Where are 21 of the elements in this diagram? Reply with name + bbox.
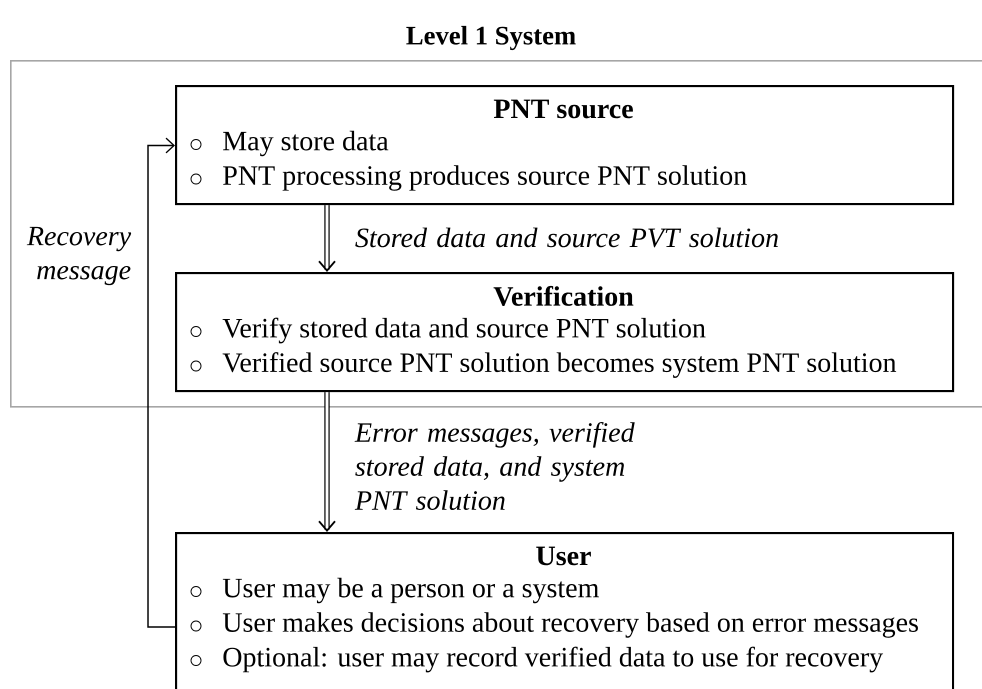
- box-heading: Verification: [494, 286, 634, 306]
- edge-label: Stored data and source PVT solution: [355, 228, 778, 248]
- box-heading: User: [536, 546, 591, 566]
- bullet-item: PNT processing produces source PNT solution: [190, 165, 747, 191]
- process-box: [175, 272, 954, 392]
- system-frame: [10, 26, 982, 408]
- process-box: [175, 532, 954, 689]
- frame-title: Level 1 System: [406, 26, 576, 50]
- arrow: [318, 205, 336, 272]
- bullet-item: User may be a person or a system: [190, 578, 599, 604]
- process-box: [175, 85, 954, 206]
- box-heading: PNT source: [494, 100, 633, 118]
- edge-label: Recovery message: [26, 226, 132, 286]
- bullet-item: User makes decisions about recovery based on error messages: [190, 612, 918, 638]
- edge-label: Error messages, verified stored data, and system PNT solution: [354, 422, 635, 510]
- bullet-item: Optional: user may record verified data to use for recovery: [190, 646, 884, 672]
- bullet-item: May store data: [190, 130, 388, 156]
- arrow: [147, 138, 175, 628]
- arrow: [318, 392, 336, 532]
- bullet-item: Verify stored data and source PNT solution: [190, 318, 706, 344]
- bullet-item: Verified source PNT solution becomes system PNT solution: [190, 352, 896, 378]
